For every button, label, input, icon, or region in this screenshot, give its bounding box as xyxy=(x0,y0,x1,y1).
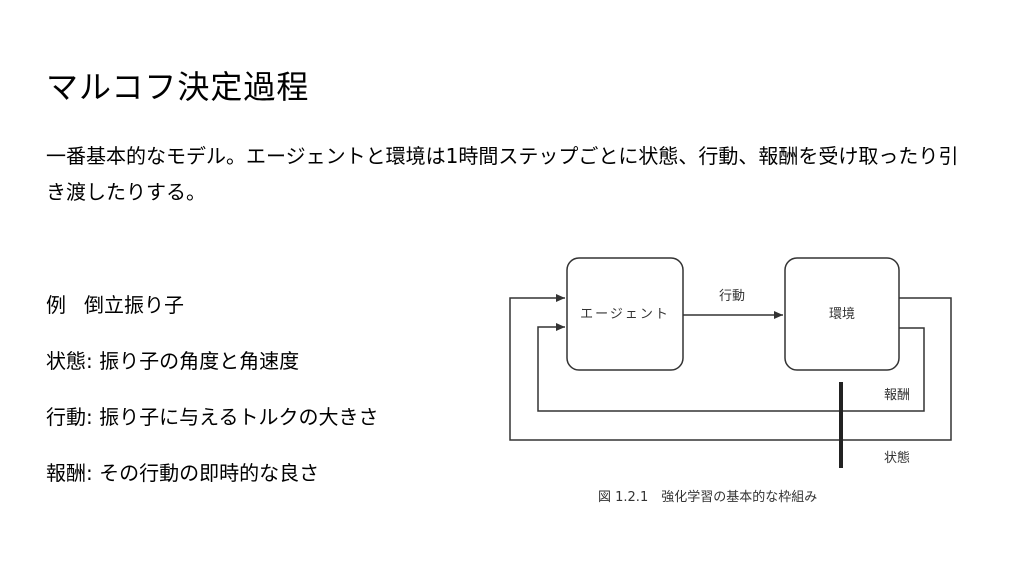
list-item: 報酬: その行動の即時的な良さ xyxy=(46,456,379,512)
reward-arrow xyxy=(537,323,925,412)
environment-box xyxy=(784,257,900,371)
rl-framework-diagram: エージェント 環境 行動 報酬 状態 図 1.2.1 強化学習の基本的な枠組み xyxy=(509,257,952,505)
figure-caption: 図 1.2.1 強化学習の基本的な枠組み xyxy=(598,489,817,505)
item-text: 振り子の角度と角速度 xyxy=(99,349,300,373)
example-heading: 例倒立振り子 xyxy=(46,288,379,344)
example-list: 例倒立振り子 状態: 振り子の角度と角速度 行動: 振り子に与えるトルクの大きさ… xyxy=(46,288,379,512)
slide-description: 一番基本的なモデル。エージェントと環境は1時間ステップごとに状態、行動、報酬を受… xyxy=(46,144,959,204)
environment-label: 環境 xyxy=(829,307,855,322)
item-term: 報酬: xyxy=(46,461,93,485)
item-text: 振り子に与えるトルクの大きさ xyxy=(99,405,379,429)
example-name: 倒立振り子 xyxy=(84,293,184,317)
list-item: 行動: 振り子に与えるトルクの大きさ xyxy=(46,400,379,456)
state-label: 状態 xyxy=(884,450,910,466)
state-arrow xyxy=(509,294,952,441)
agent-label: エージェント xyxy=(580,307,670,322)
example-label: 例 xyxy=(46,293,66,317)
item-term: 状態: xyxy=(46,349,93,373)
agent-box xyxy=(566,257,684,371)
page-title: マルコフ決定過程 xyxy=(46,68,310,106)
item-term: 行動: xyxy=(46,405,93,429)
item-text: その行動の即時的な良さ xyxy=(99,461,320,485)
reward-label: 報酬 xyxy=(884,388,910,403)
action-label: 行動 xyxy=(719,289,745,304)
list-item: 状態: 振り子の角度と角速度 xyxy=(46,344,379,400)
